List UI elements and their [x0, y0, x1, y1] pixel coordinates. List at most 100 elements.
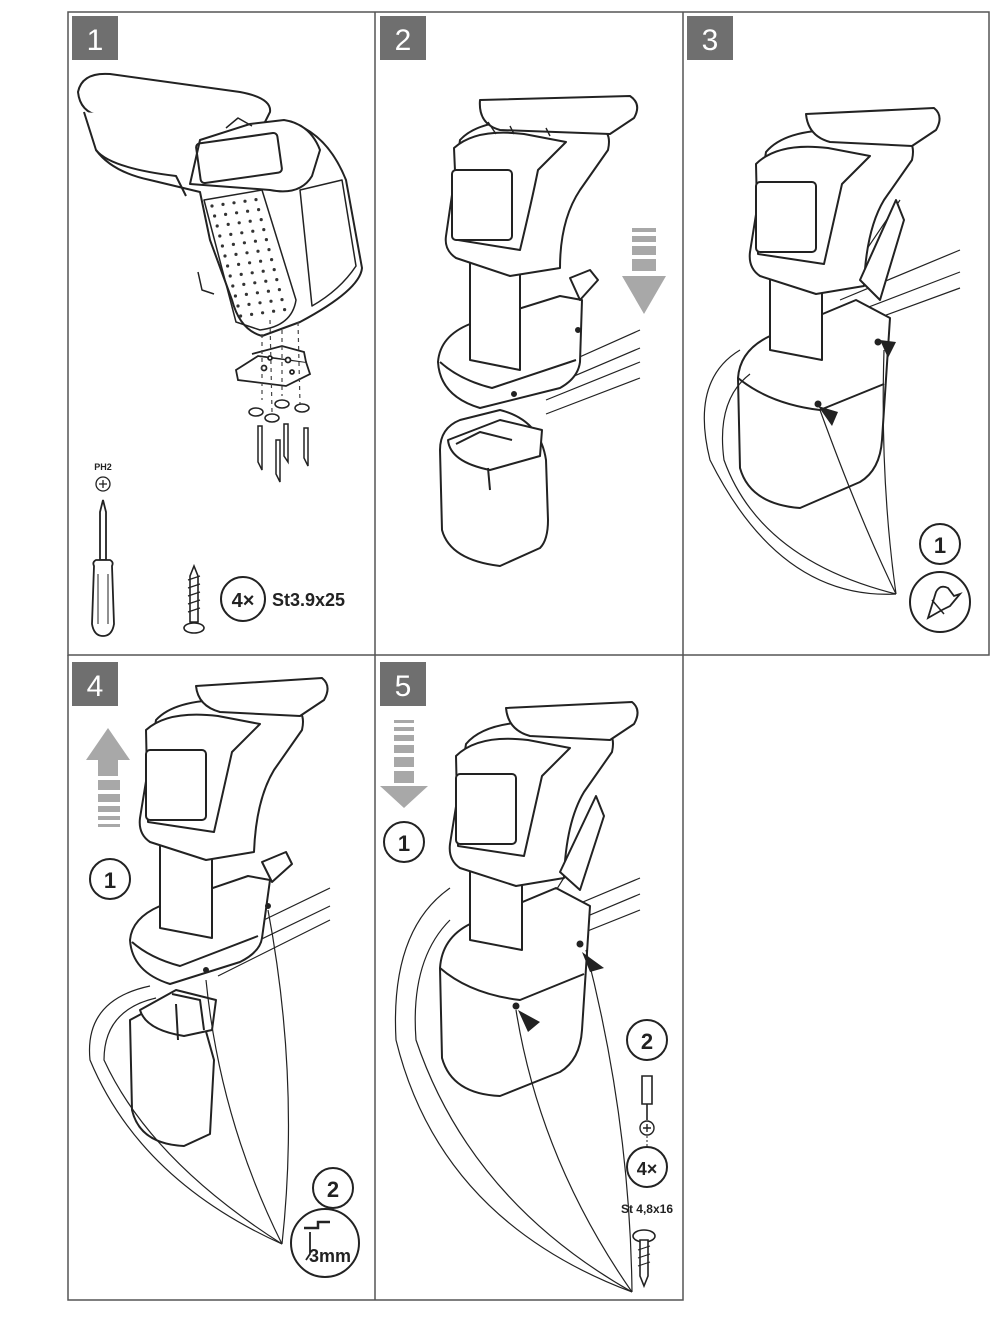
mesh-dot: [251, 229, 255, 233]
hole-depth-label: 3mm: [309, 1246, 351, 1266]
armrest-illustration-step-1: [77, 72, 363, 337]
step-4-substep-2-number: 2: [327, 1177, 339, 1202]
mounting-bracket: [234, 345, 312, 387]
step-1-number: 1: [87, 24, 104, 57]
mesh-dot: [233, 294, 237, 298]
mesh-dot: [280, 298, 284, 302]
hand-press-icon: [909, 571, 971, 633]
phillips-icon: [639, 1120, 655, 1136]
cable-loops: [88, 909, 290, 1245]
mesh-dot: [269, 299, 273, 303]
tool-label: PH2: [94, 462, 112, 472]
mesh-dot: [231, 242, 235, 246]
mesh-dot: [242, 282, 246, 286]
mesh-dot: [267, 248, 271, 252]
mesh-dot: [258, 301, 262, 305]
mesh-dot: [210, 204, 214, 208]
screw-count: 4×: [232, 590, 255, 612]
phillips-icon: [95, 476, 111, 492]
mesh-dot: [221, 202, 225, 206]
mesh-dot: [283, 308, 287, 312]
screwdriver-icon: [641, 1075, 653, 1120]
substep-1-number: 1: [934, 533, 946, 558]
mesh-dot: [261, 311, 265, 315]
mesh-dot: [226, 222, 230, 226]
mesh-dot: [213, 214, 217, 218]
mesh-dot: [259, 218, 263, 222]
mesh-dot: [250, 271, 254, 275]
cable-loops: [394, 887, 633, 1293]
wood-screw-icon: [183, 563, 205, 634]
mesh-dot: [262, 228, 266, 232]
mesh-dot: [218, 234, 222, 238]
mesh-dot: [244, 292, 248, 296]
mesh-dot: [242, 241, 246, 245]
dashed-guide-lines: [261, 319, 301, 413]
mesh-dot: [223, 254, 227, 258]
mesh-dot: [264, 279, 268, 283]
mesh-dot: [266, 289, 270, 293]
step-1-badge: 1: [72, 16, 118, 60]
step-4-substep-2-badge: 2: [312, 1167, 354, 1209]
mesh-dot: [246, 209, 250, 213]
mesh-dot: [232, 201, 236, 205]
step-4-badge: 4: [72, 662, 118, 706]
mesh-dot: [253, 281, 257, 285]
step-3-number: 3: [702, 24, 719, 57]
armrest-illustration-step-4: [129, 677, 331, 1147]
step-5-substep-1-number: 1: [398, 831, 410, 856]
screw-spec: St3.9x25: [272, 590, 345, 610]
mesh-dot: [272, 268, 276, 272]
step-5-number: 5: [395, 670, 412, 703]
step-5-substep-2-badge: 2: [626, 1019, 668, 1061]
mesh-dot: [248, 219, 252, 223]
mesh-dot: [264, 238, 268, 242]
mesh-dot: [255, 291, 259, 295]
mesh-dot: [226, 264, 230, 268]
mesh-dot: [231, 284, 235, 288]
mesh-dot: [240, 231, 244, 235]
mesh-dot: [243, 199, 247, 203]
step-4-substep-1-badge: 1: [89, 858, 131, 900]
mesh-dot: [237, 262, 241, 266]
cable-loops: [703, 349, 897, 595]
mesh-dot: [257, 208, 261, 212]
mesh-dot: [220, 244, 224, 248]
mesh-dot: [277, 288, 281, 292]
mesh-dot: [234, 252, 238, 256]
pointer-arrow-icon: [518, 952, 604, 1032]
mesh-dot: [245, 251, 249, 255]
mesh-dot: [254, 198, 258, 202]
step-5-substep-1-badge: 1: [383, 821, 425, 863]
screwdriver-icon: [91, 499, 115, 637]
mesh-dot: [239, 314, 243, 318]
mesh-dot: [239, 272, 243, 276]
step-2-number: 2: [395, 24, 412, 57]
step-5-substep-2-number: 2: [641, 1029, 653, 1054]
armrest-illustration-step-5: [439, 701, 641, 1097]
pointer-arrow-icon: [818, 340, 896, 426]
step-5-screw-spec: St 4,8x16: [621, 1202, 673, 1216]
step-2-badge: 2: [380, 16, 426, 60]
armrest-illustration-step-3: [737, 107, 961, 509]
mesh-dot: [253, 239, 257, 243]
mesh-dot: [236, 304, 240, 308]
mesh-dot: [229, 232, 233, 236]
mesh-dot: [235, 211, 239, 215]
step-4-number: 4: [87, 670, 104, 703]
mesh-dots: [210, 198, 287, 318]
mesh-dot: [270, 258, 274, 262]
mesh-dot: [250, 312, 254, 316]
armrest-illustration-step-2: [437, 95, 641, 567]
mesh-dot: [248, 261, 252, 265]
mounting-screws: [248, 399, 310, 483]
wood-screw-icon: [632, 1229, 656, 1289]
mesh-dot: [228, 274, 232, 278]
mesh-dot: [272, 309, 276, 313]
step-4-substep-1-number: 1: [104, 868, 116, 893]
substep-1-badge: 1: [919, 523, 961, 565]
step-5-badge: 5: [380, 662, 426, 706]
mesh-dot: [224, 212, 228, 216]
mesh-dot: [275, 278, 279, 282]
